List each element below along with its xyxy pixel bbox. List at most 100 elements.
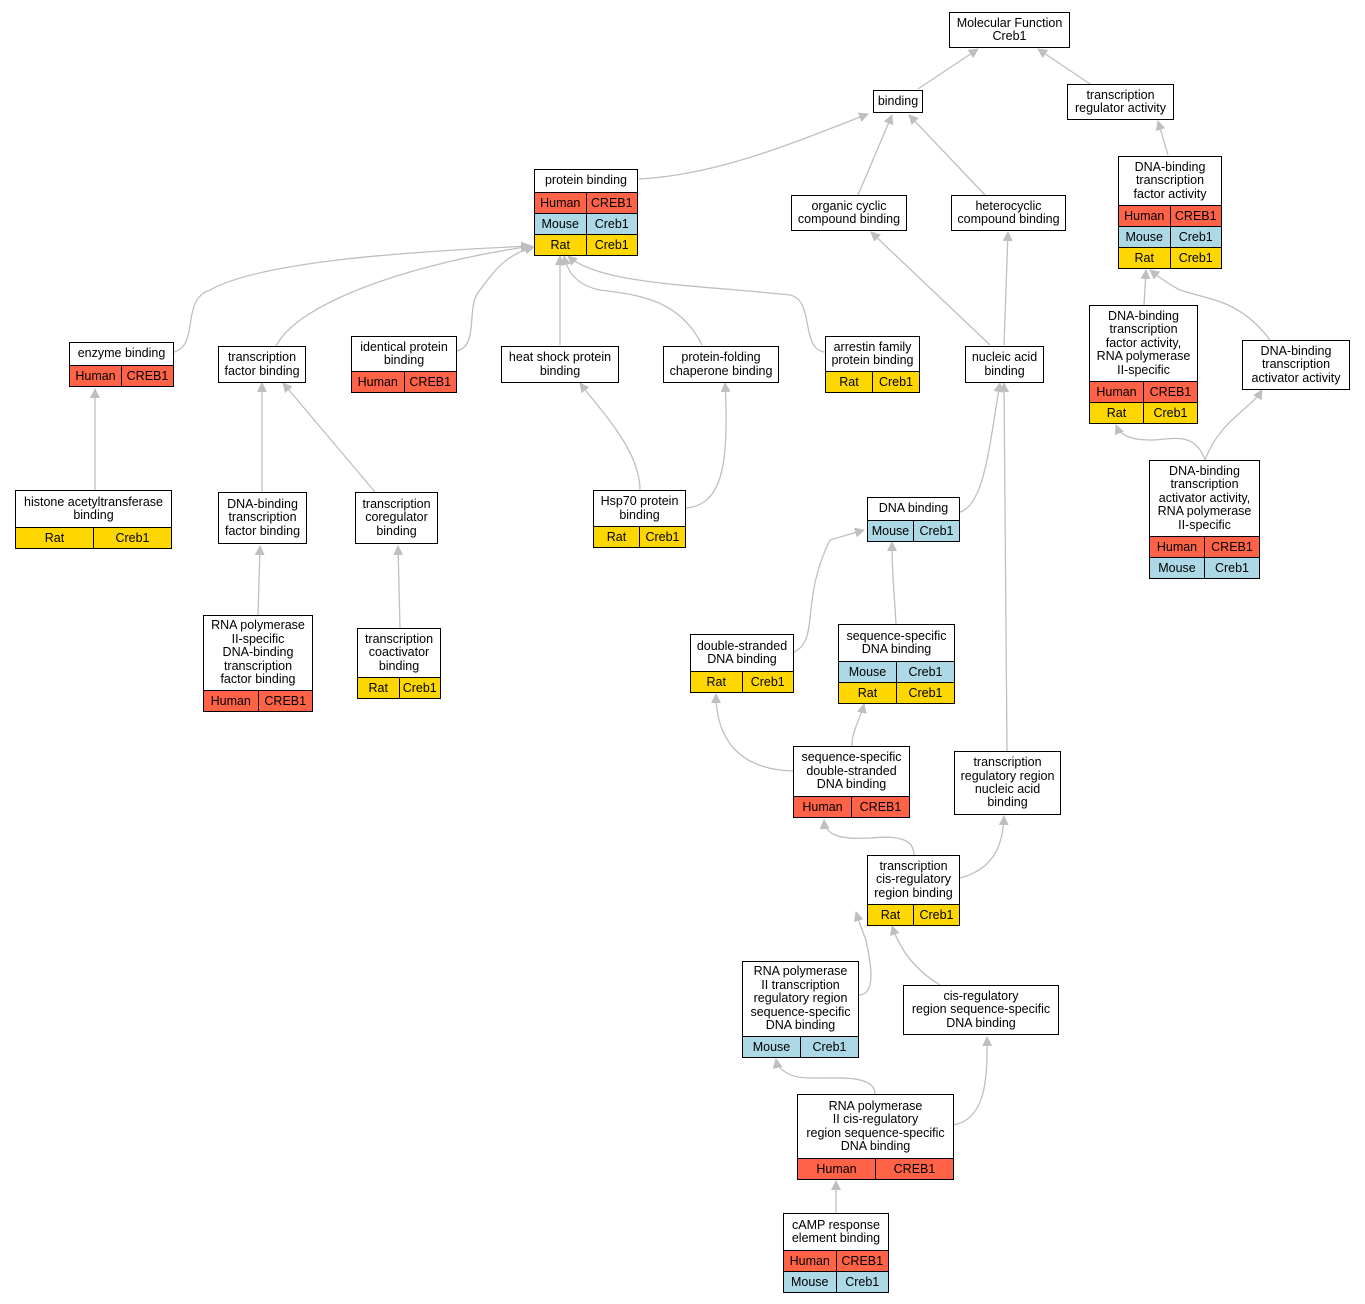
edge <box>959 382 1004 513</box>
go-term-node: transcription cis-regulatory region bind… <box>867 855 960 926</box>
go-term-node: binding <box>873 90 923 113</box>
go-term-node: Molecular Function Creb1 <box>949 12 1070 48</box>
go-term-label: transcription coactivator binding <box>364 631 434 673</box>
annotation-row-human: Human CREB1 <box>204 690 312 711</box>
edge <box>1155 120 1169 156</box>
edge <box>560 255 703 346</box>
species-label: Human <box>1156 540 1198 554</box>
go-term-label: RNA polymerase II transcription regulato… <box>750 964 851 1033</box>
edge <box>1037 48 1091 85</box>
edge <box>853 911 872 996</box>
go-term-label: DNA-binding transcription activator acti… <box>1157 463 1252 532</box>
species-label: Mouse <box>790 1275 829 1289</box>
annotation-row-rat: Rat Creb1 <box>535 234 637 255</box>
species-label: Human <box>357 375 398 389</box>
edge <box>638 112 869 180</box>
gene-label: CREB1 <box>835 1251 889 1271</box>
edge <box>393 545 404 629</box>
gene-label: Creb1 <box>1169 227 1222 247</box>
species-label: Rat <box>606 530 627 544</box>
go-term-label: RNA polymerase II cis-regulatory region … <box>806 1098 945 1153</box>
species-label: Rat <box>857 686 878 700</box>
gene-label: Creb1 <box>835 1272 889 1292</box>
species-label: Mouse <box>1158 561 1196 575</box>
edge <box>282 382 376 493</box>
edge <box>890 925 941 986</box>
species-label: Mouse <box>871 524 910 538</box>
gene-label: Creb1 <box>585 235 638 255</box>
go-term-label: DNA-binding transcription activator acti… <box>1251 343 1341 385</box>
gene-label: Creb1 <box>1143 403 1197 423</box>
gene-label: CREB1 <box>121 366 173 386</box>
go-term-node: transcription factor binding <box>218 346 306 383</box>
species-label: Rat <box>1134 251 1154 265</box>
edge <box>456 244 535 352</box>
go-term-label: cis-regulatory region sequence-specific … <box>911 988 1051 1030</box>
go-term-node: heterocyclic compound binding <box>951 195 1066 231</box>
edge <box>917 48 979 90</box>
gene-label: Creb1 <box>585 214 638 234</box>
edge <box>1002 231 1013 346</box>
gene-label: CREB1 <box>1143 382 1197 402</box>
go-term-node: protein-folding chaperone binding <box>663 346 779 383</box>
edge <box>952 1036 993 1126</box>
gene-label: Creb1 <box>913 521 959 541</box>
go-term-label: heterocyclic compound binding <box>957 198 1060 226</box>
gene-label: Creb1 <box>398 678 441 698</box>
go-term-node: DNA-binding transcription factor activit… <box>1089 305 1198 424</box>
edge <box>851 703 867 747</box>
species-label: Rat <box>550 238 570 252</box>
species-label: Mouse <box>752 1040 791 1054</box>
go-term-node: DNA-binding transcription factor binding <box>218 492 307 544</box>
go-term-node: RNA polymerase II transcription regulato… <box>742 961 859 1058</box>
go-term-label: arrestin family protein binding <box>831 339 914 367</box>
species-label: Rat <box>44 531 65 545</box>
go-term-label: Hsp70 protein binding <box>600 494 679 522</box>
gene-label: CREB1 <box>257 691 313 711</box>
edge <box>1149 269 1271 341</box>
go-term-label: transcription regulatory region nucleic … <box>960 755 1055 810</box>
go-term-label: sequence-specific DNA binding <box>846 628 947 656</box>
go-term-node: DNA-binding transcription factor activit… <box>1118 156 1222 269</box>
edge <box>772 1058 876 1095</box>
edge <box>254 545 265 616</box>
species-label: Human <box>210 694 251 708</box>
gene-label: Creb1 <box>741 672 794 692</box>
go-term-node: sequence-specific double-stranded DNA bi… <box>793 746 910 818</box>
go-term-label: enzyme binding <box>77 346 166 361</box>
gene-label: CREB1 <box>1204 537 1259 557</box>
go-term-label: transcription coregulator binding <box>362 496 431 538</box>
edge <box>999 382 1010 752</box>
go-term-node: heat shock protein binding <box>501 346 619 383</box>
go-term-label: DNA-binding transcription factor binding <box>224 496 301 538</box>
gene-label: Creb1 <box>913 905 959 925</box>
edge <box>1204 389 1263 461</box>
edge <box>1140 269 1151 306</box>
go-term-label: binding <box>877 93 919 108</box>
go-term-label: DNA binding <box>878 501 949 516</box>
edge <box>887 541 898 625</box>
edge <box>685 382 731 509</box>
go-term-label: protein-folding chaperone binding <box>669 350 773 378</box>
